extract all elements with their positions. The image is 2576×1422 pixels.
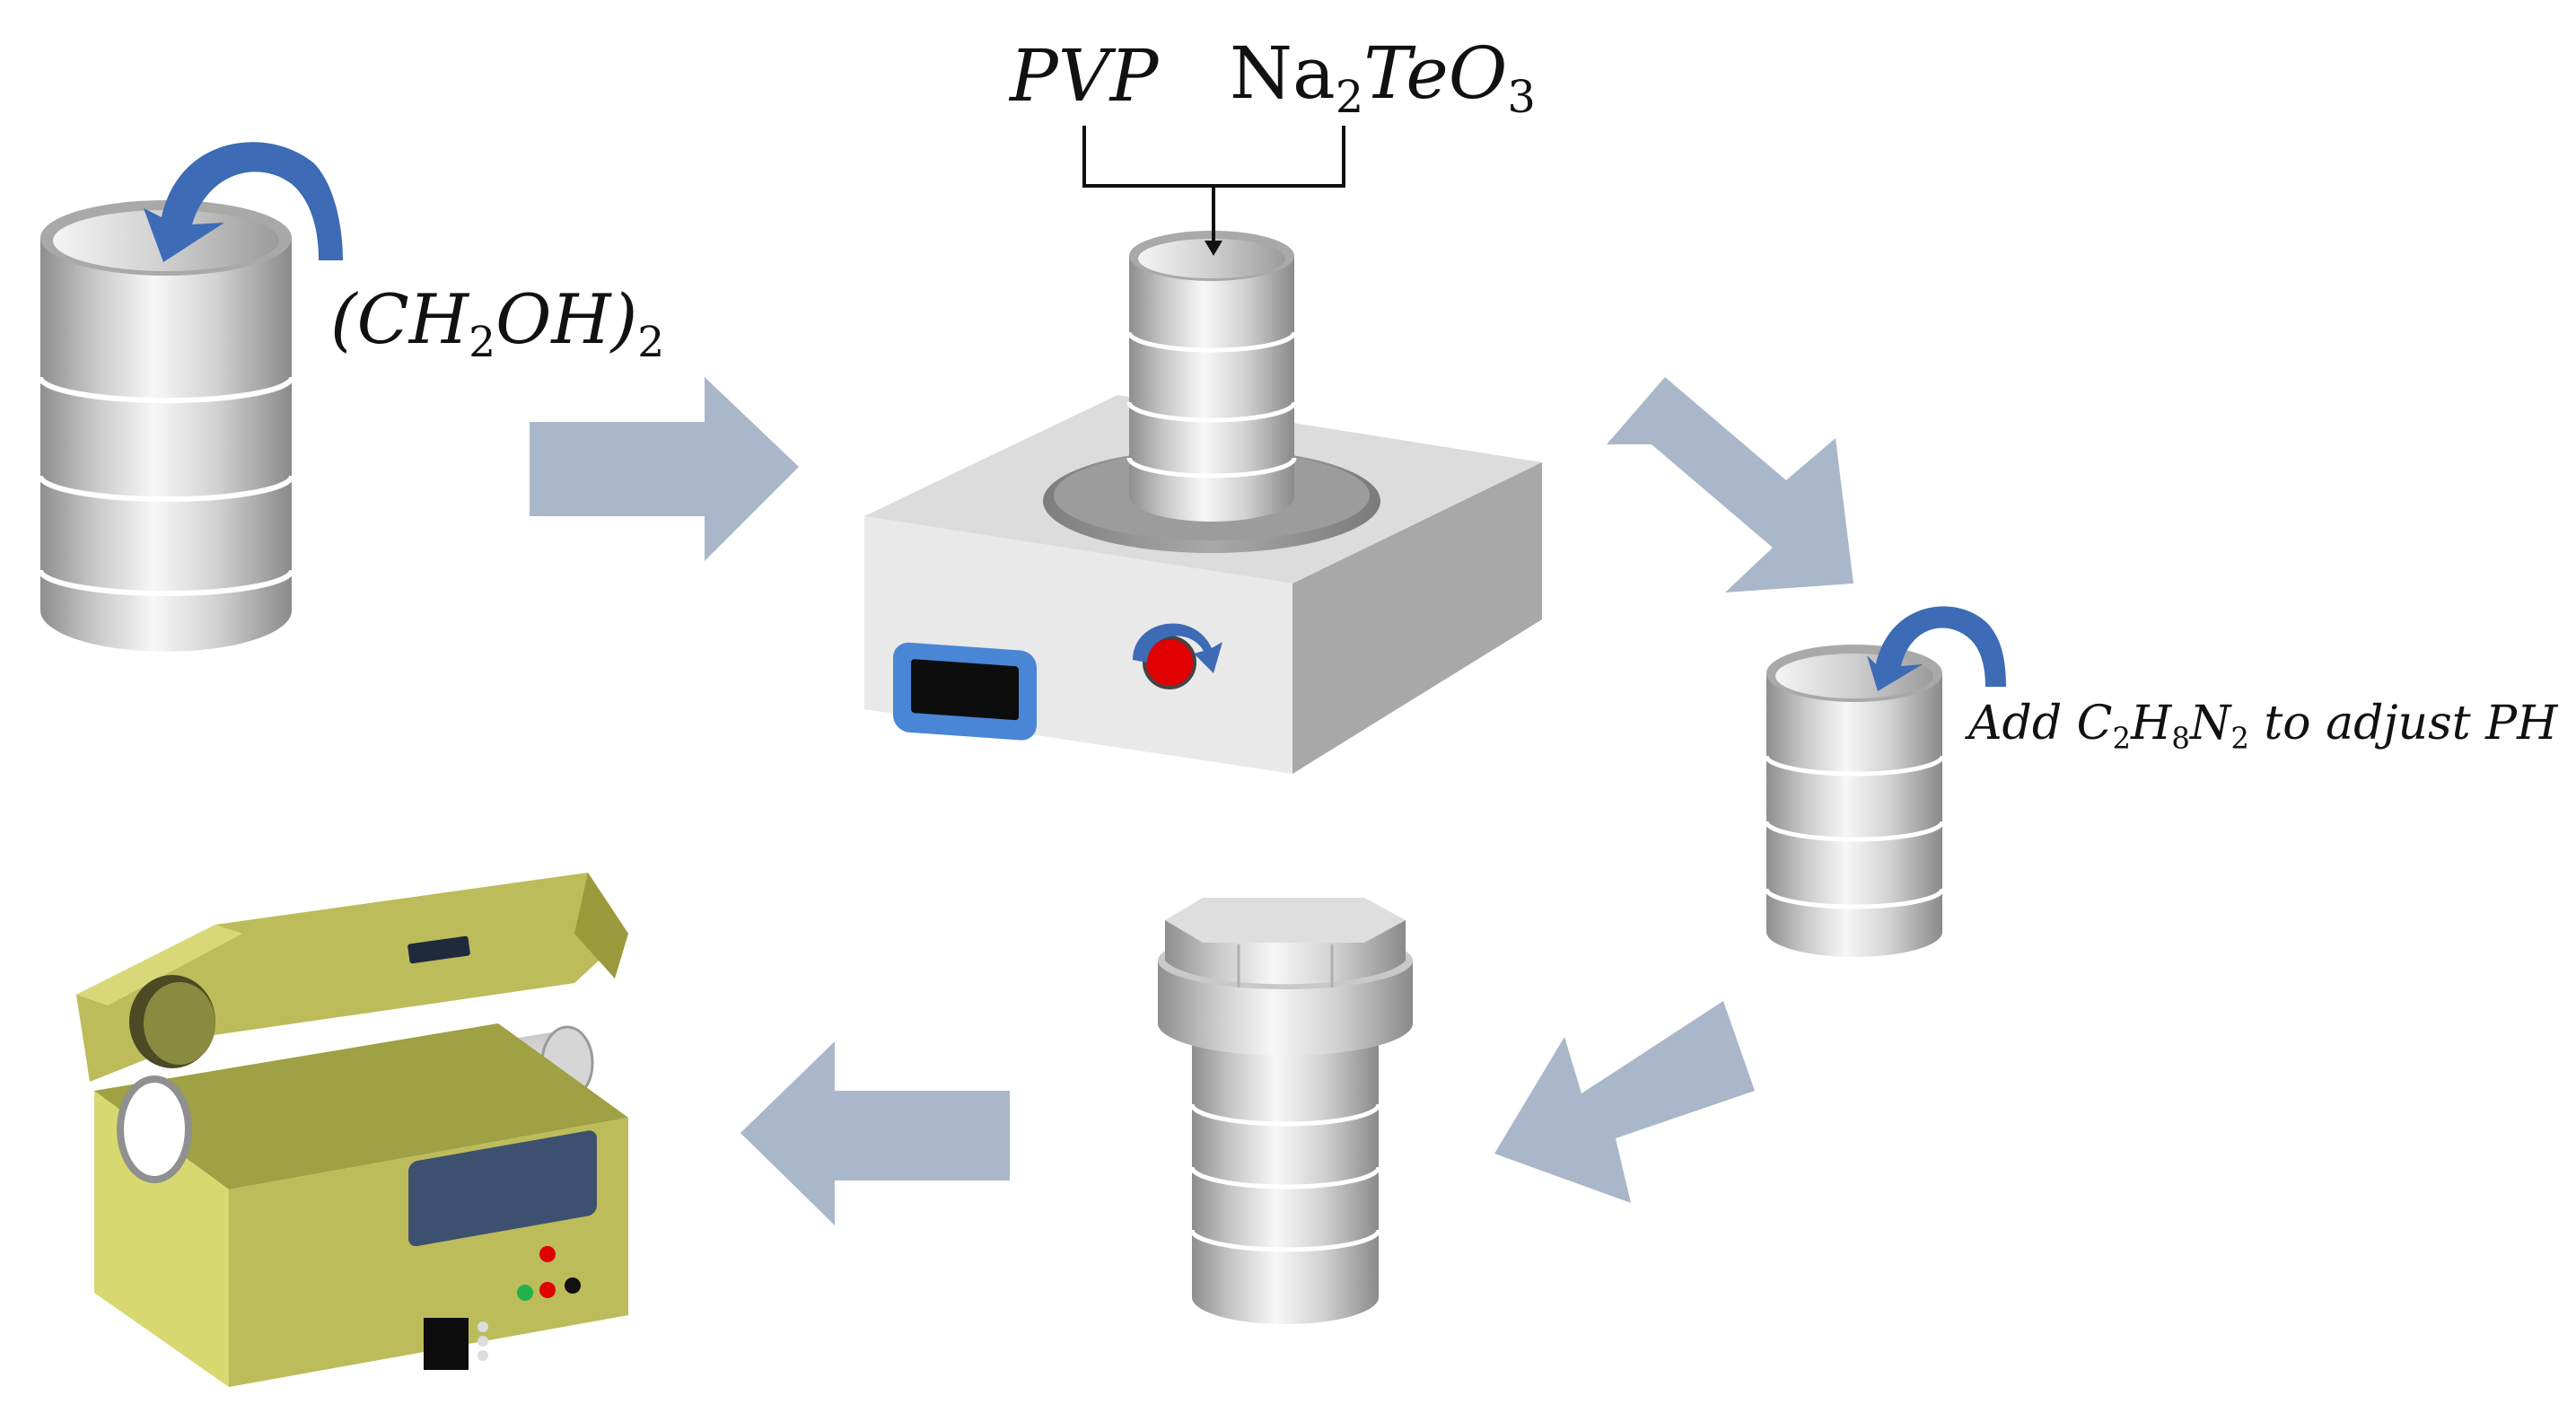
label-ph-part-d: to adjust PH [2248,697,2558,750]
beaker-icon [38,200,294,652]
bracket-arrowhead [1205,241,1222,256]
label-ph-sub3: 2 [2230,721,2249,756]
label-ph-part-c: N [2189,697,2231,750]
label-ph-sub2: 8 [2171,721,2190,756]
beaker-icon [1764,645,1945,957]
flow-arrow-icon [1607,377,1853,592]
label-pvp: PVP [1010,34,1159,118]
autoclave-icon [1158,898,1413,1324]
label-eg-part-mid: OH) [495,279,638,359]
flow-arrow-icon [740,1041,1010,1225]
label-sodium-tellurite: Na2TeO3 [1230,38,1536,119]
label-eg-part-open: (CH [330,279,469,359]
beaker-icon [1126,231,1297,522]
flow-arrow-icon [1494,1001,1755,1203]
label-ethylene-glycol: (CH2OH)2 [330,285,664,364]
label-teo-sub: 3 [1507,70,1536,123]
label-ph-adjust: Add C2H8N2 to adjust PH [1968,697,2558,752]
stir-arrow-icon [144,142,343,262]
tube-furnace-icon [76,873,628,1387]
reagent-bracket [1082,126,1345,247]
label-ph-sub1: 2 [2112,721,2131,756]
label-ph-part-b: H [2130,697,2172,750]
label-ph-part-a: Add C [1968,697,2113,750]
flow-arrow-icon [530,377,799,561]
label-eg-sub2: 2 [637,318,665,368]
label-teo-part: TeO [1363,31,1508,115]
label-na-sub: 2 [1335,70,1364,123]
label-na-part: Na [1230,31,1336,115]
label-eg-sub1: 2 [469,318,496,368]
stir-arrow-icon [1867,606,2006,691]
